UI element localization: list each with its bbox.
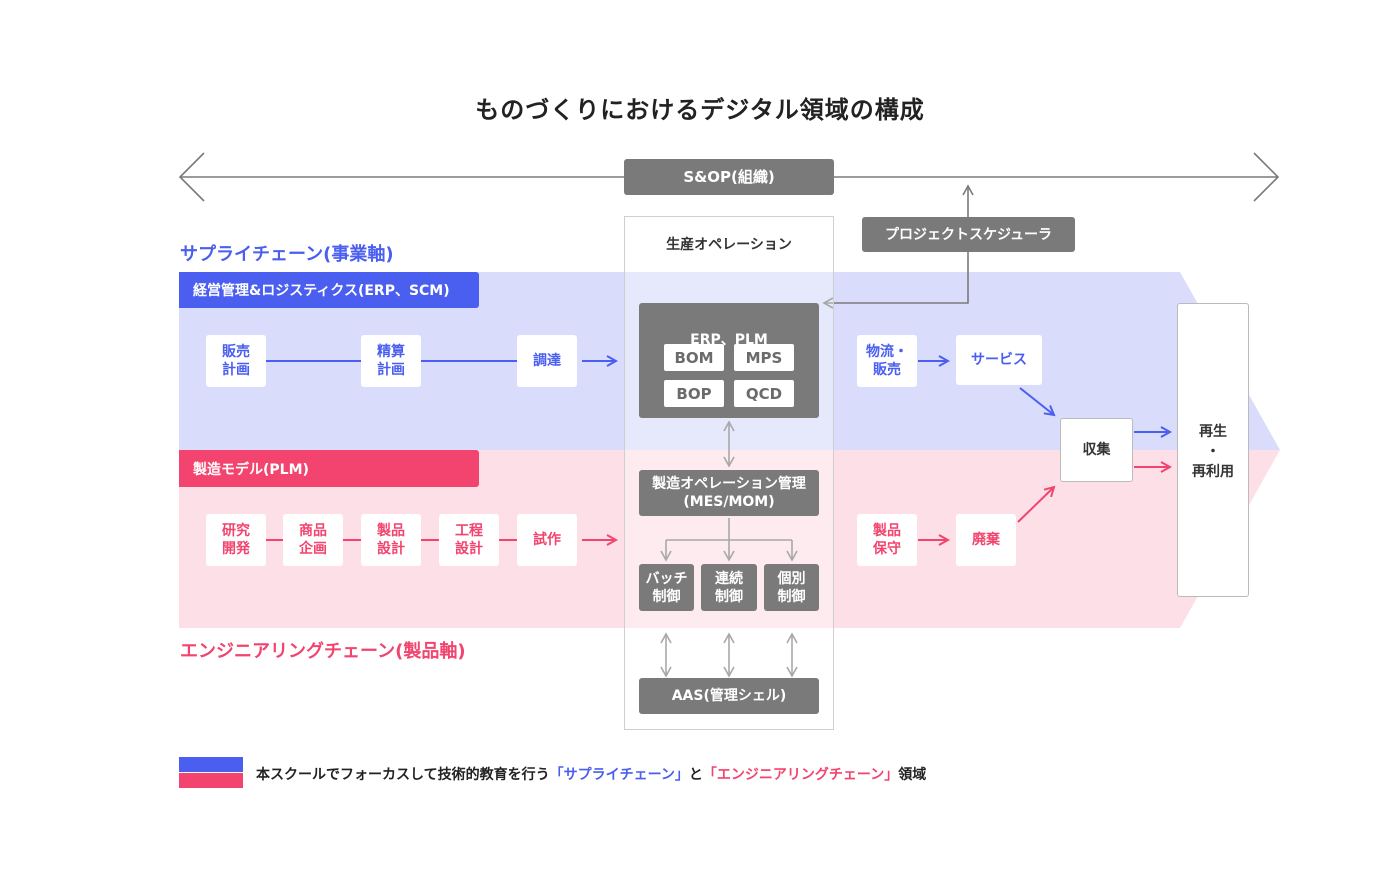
- process-design-node: 工程 設計: [439, 514, 499, 566]
- service-to-collect-arrow: [1019, 387, 1054, 415]
- legend-middle: と: [688, 767, 703, 783]
- legend-swatch-blue: [179, 757, 243, 772]
- reuse-box: 再生 ・ 再利用: [1177, 303, 1249, 597]
- batch-control-box: バッチ 制御: [639, 564, 694, 611]
- mps-box: MPS: [734, 344, 794, 371]
- page-title: ものづくりにおけるデジタル領域の構成: [475, 96, 925, 124]
- supply-chain-tag: 経営管理&ロジスティクス(ERP、SCM): [179, 272, 479, 308]
- engineering-chain-title: エンジニアリングチェーン(製品軸): [180, 641, 466, 662]
- project-scheduler-box: プロジェクトスケジューラ: [862, 217, 1075, 252]
- legend-prefix: 本スクールでフォーカスして技術的教育を行う: [256, 767, 550, 783]
- legend-text: 本スクールでフォーカスして技術的教育を行う「サプライチェーン」と「エンジニアリン…: [256, 764, 926, 784]
- collect-box: 収集: [1060, 418, 1133, 482]
- prototype-node: 試作: [517, 514, 577, 566]
- disposal-node: 廃棄: [956, 514, 1016, 566]
- production-operations-title: 生産オペレーション: [666, 237, 792, 253]
- scheduler-to-erp-arrow: [822, 252, 969, 309]
- continuous-control-box: 連続 制御: [701, 564, 757, 611]
- service-node: サービス: [956, 335, 1042, 385]
- bom-box: BOM: [664, 344, 724, 371]
- product-planning-node: 商品 企画: [283, 514, 343, 566]
- mes-mom-box: 製造オペレーション管理 (MES/MOM): [639, 470, 819, 516]
- logistics-sales-node: 物流・ 販売: [857, 335, 917, 387]
- sop-label: S&OP(組織): [624, 159, 834, 195]
- sop-arrow-right-head: [1253, 152, 1280, 202]
- legend-swatch-pink: [179, 773, 243, 788]
- qcd-box: QCD: [734, 380, 794, 407]
- legend-supply: 「サプライチェーン」: [549, 767, 689, 783]
- legend-engineering: 「エンジニアリングチェーン」: [702, 767, 899, 783]
- aas-box: AAS(管理シェル): [639, 678, 819, 714]
- cost-planning-node: 精算 計画: [361, 335, 421, 387]
- supply-chain-title: サプライチェーン(事業軸): [180, 244, 394, 265]
- discrete-control-box: 個別 制御: [764, 564, 819, 611]
- sop-arrow-left-head: [178, 152, 205, 202]
- rnd-node: 研究 開発: [206, 514, 266, 566]
- sales-planning-node: 販売 計画: [206, 335, 266, 387]
- engineering-chain-tag: 製造モデル(PLM): [179, 450, 479, 487]
- bop-box: BOP: [664, 380, 724, 407]
- product-design-node: 製品 設計: [361, 514, 421, 566]
- legend-suffix: 領域: [898, 767, 927, 783]
- disposal-to-collect-arrow: [1017, 487, 1054, 523]
- procurement-node: 調達: [517, 335, 577, 387]
- product-maintenance-node: 製品 保守: [857, 514, 917, 566]
